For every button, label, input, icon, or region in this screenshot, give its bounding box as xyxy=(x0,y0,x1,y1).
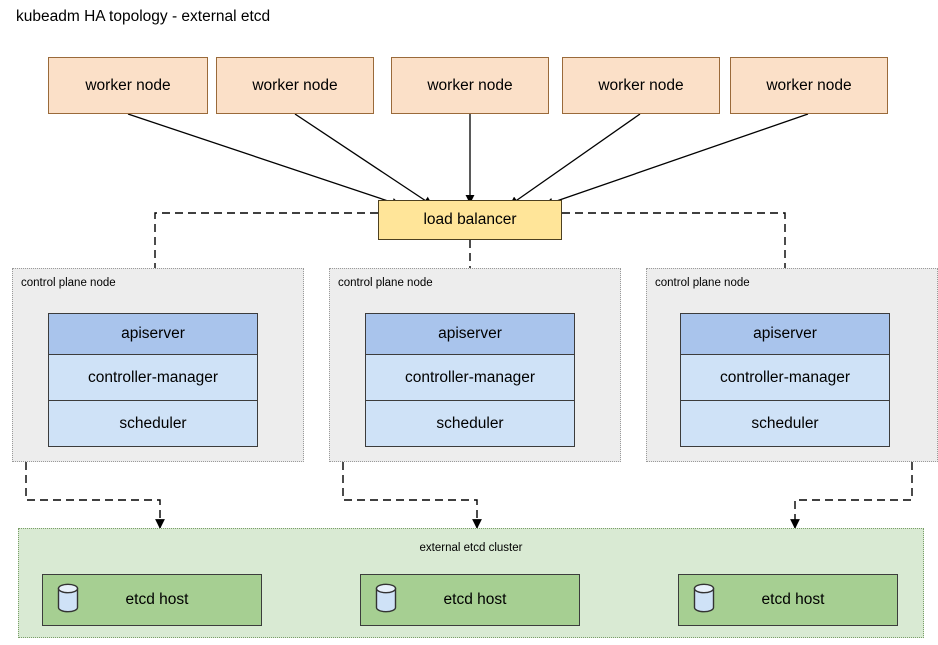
apiserver-label: apiserver xyxy=(753,325,817,342)
scheduler-label: scheduler xyxy=(751,414,819,432)
apiserver-label: apiserver xyxy=(438,325,502,342)
controller-manager-label: controller-manager xyxy=(404,368,536,386)
etcd-host-2[interactable]: etcd host xyxy=(360,574,580,626)
worker-node-label: worker node xyxy=(598,76,684,94)
controller-manager-label: controller-manager xyxy=(719,368,851,386)
apiserver-box-2[interactable]: apiserver xyxy=(365,313,575,355)
etcd-host-3[interactable]: etcd host xyxy=(678,574,898,626)
controller-manager-label: controller-manager xyxy=(87,368,219,386)
worker-to-lb-edges xyxy=(127,113,809,207)
control-plane-node-label: control plane node xyxy=(655,277,750,289)
apiserver-box-1[interactable]: apiserver xyxy=(48,313,258,355)
control-plane-node-label: control plane node xyxy=(338,277,433,289)
external-etcd-cluster-label: external etcd cluster xyxy=(419,542,523,554)
etcd-host-label: etcd host xyxy=(125,591,189,608)
scheduler-box-1[interactable]: scheduler xyxy=(48,401,258,447)
etcd-host-1[interactable]: etcd host xyxy=(42,574,262,626)
load-balancer-node[interactable]: load balancer xyxy=(378,200,562,240)
scheduler-label: scheduler xyxy=(119,414,187,432)
worker-node-label: worker node xyxy=(427,76,513,94)
worker-node-label: worker node xyxy=(85,76,171,94)
worker-node-3[interactable]: worker node xyxy=(391,57,549,114)
worker-node-4[interactable]: worker node xyxy=(562,57,720,114)
scheduler-box-2[interactable]: scheduler xyxy=(365,401,575,447)
worker-node-1[interactable]: worker node xyxy=(48,57,208,114)
controller-manager-box-1[interactable]: controller-manager xyxy=(48,355,258,401)
worker-node-label: worker node xyxy=(252,76,338,94)
scheduler-label: scheduler xyxy=(436,414,504,432)
controller-manager-box-2[interactable]: controller-manager xyxy=(365,355,575,401)
control-plane-node-label: control plane node xyxy=(21,277,116,289)
database-cylinder-icon xyxy=(57,583,79,618)
scheduler-box-3[interactable]: scheduler xyxy=(680,401,890,447)
worker-node-2[interactable]: worker node xyxy=(216,57,374,114)
worker-node-5[interactable]: worker node xyxy=(730,57,888,114)
etcd-host-label: etcd host xyxy=(761,591,825,608)
apiserver-box-3[interactable]: apiserver xyxy=(680,313,890,355)
worker-node-label: worker node xyxy=(766,76,852,94)
etcd-host-label: etcd host xyxy=(443,591,507,608)
diagram-title: kubeadm HA topology - external etcd xyxy=(16,8,271,25)
database-cylinder-icon xyxy=(693,583,715,618)
load-balancer-label: load balancer xyxy=(423,211,517,228)
database-cylinder-icon xyxy=(375,583,397,618)
controller-manager-box-3[interactable]: controller-manager xyxy=(680,355,890,401)
apiserver-label: apiserver xyxy=(121,325,185,342)
